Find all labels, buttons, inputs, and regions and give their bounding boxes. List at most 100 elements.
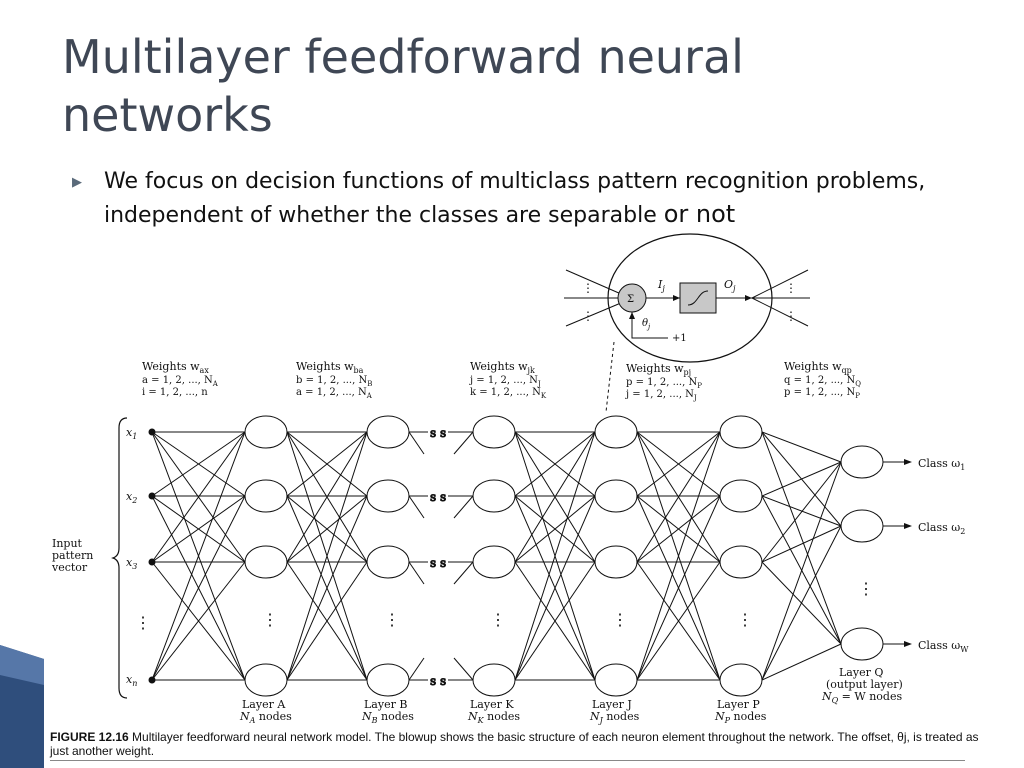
connection-line xyxy=(408,657,425,681)
output-layer-name: Layer Q xyxy=(839,666,883,679)
weight-range-1: j = 1, 2, ..., NJ xyxy=(469,375,541,388)
connection-line xyxy=(636,431,721,563)
break-mark: s s xyxy=(430,674,446,688)
hidden-node xyxy=(366,545,410,579)
hidden-node xyxy=(472,415,516,449)
output-node xyxy=(840,445,884,479)
connection-line xyxy=(514,431,596,497)
slide-title-line2: networks xyxy=(62,88,273,142)
connection-line xyxy=(761,461,842,497)
bullet-text: We focus on decision functions of multic… xyxy=(104,166,964,232)
hidden-node xyxy=(594,415,638,449)
class-label-w: Class ωW xyxy=(918,639,969,654)
hidden-node xyxy=(594,479,638,513)
connection-line xyxy=(286,431,368,497)
bullet-main-text: We focus on decision functions of multic… xyxy=(104,169,926,228)
layer-node-count: NA nodes xyxy=(239,710,292,725)
connection-line xyxy=(286,431,368,681)
layer-name: Layer P xyxy=(717,698,760,711)
class-label-1: Class ω1 xyxy=(918,457,965,472)
hidden-node xyxy=(594,663,638,697)
connection-line xyxy=(151,495,246,681)
hidden-node xyxy=(719,415,763,449)
neuron-output: Oj xyxy=(724,278,736,293)
hidden-node xyxy=(366,663,410,697)
input-label-line2: pattern xyxy=(52,549,93,562)
class-label-2: Class ω2 xyxy=(918,521,965,536)
input-x3-label: x3 xyxy=(126,556,137,571)
hidden-node xyxy=(594,545,638,579)
bullet-arrow-icon: ▶ xyxy=(72,175,82,190)
connection-line xyxy=(761,525,842,681)
network-connections: s ss ss ss s xyxy=(151,426,910,689)
connection-line xyxy=(636,495,721,563)
connection-line xyxy=(453,657,474,681)
input-node xyxy=(148,676,156,684)
weight-range-1: p = 1, 2, ..., NP xyxy=(626,377,702,390)
neuron-theta: θj xyxy=(642,318,651,331)
weight-title: Weights wpj xyxy=(626,362,691,377)
connection-line xyxy=(636,495,721,681)
caption-text: Multilayer feedforward neural network mo… xyxy=(50,730,979,758)
output-ellipsis: ⋮ xyxy=(858,579,874,598)
connection-line xyxy=(286,561,368,681)
weight-range-2: p = 1, 2, ..., NP xyxy=(784,387,860,400)
neuron-bias: +1 xyxy=(672,333,687,344)
weight-title: Weights wax xyxy=(142,360,209,375)
slide-title: Multilayer feedforward neural networks xyxy=(62,28,962,144)
figure-caption: FIGURE 12.16 Multilayer feedforward neur… xyxy=(50,730,980,758)
break-mark: s s xyxy=(430,426,446,440)
break-mark: s s xyxy=(430,490,446,504)
input-node xyxy=(148,492,156,500)
connection-line xyxy=(151,431,246,497)
weight-range-1: b = 1, 2, ..., NB xyxy=(296,375,372,388)
connection-line xyxy=(151,431,246,681)
connection-line xyxy=(514,495,596,563)
connection-line xyxy=(761,461,842,681)
hidden-node xyxy=(719,479,763,513)
connection-line xyxy=(514,431,596,563)
connection-line xyxy=(514,561,596,681)
layer-ellipsis: ⋮ xyxy=(262,610,278,629)
hidden-node xyxy=(244,545,288,579)
connection-line xyxy=(286,495,368,563)
neuron-out-dots-2: ⋮ xyxy=(785,309,797,323)
input-node xyxy=(148,428,156,436)
connection-line xyxy=(636,431,721,681)
hidden-node xyxy=(719,663,763,697)
weight-range-2: i = 1, 2, ..., n xyxy=(142,387,208,398)
class-arrowhead xyxy=(904,641,912,647)
neuron-blowup: ⋮ ⋮ Σ Ij Oj ⋮ ⋮ θj +1 xyxy=(564,233,810,413)
output-layer-count: NQ = W nodes xyxy=(821,690,902,705)
neuron-in-dots-2: ⋮ xyxy=(582,309,594,323)
layer-ellipsis: ⋮ xyxy=(612,610,628,629)
connection-line xyxy=(761,495,842,527)
connection-line xyxy=(151,495,246,563)
connection-line xyxy=(761,525,842,563)
connection-line xyxy=(408,495,425,519)
neuron-out-dots: ⋮ xyxy=(785,281,797,295)
weight-range-2: a = 1, 2, ..., NA xyxy=(296,387,373,400)
class-arrowhead xyxy=(904,523,912,529)
connection-line xyxy=(761,431,842,645)
neuron-input: Ij xyxy=(657,278,665,293)
connection-line xyxy=(636,561,721,681)
connection-line xyxy=(453,561,474,585)
weight-range-1: a = 1, 2, ..., NA xyxy=(142,375,219,388)
connection-line xyxy=(636,431,721,497)
hidden-node xyxy=(244,663,288,697)
slide-title-line1: Multilayer feedforward neural xyxy=(62,30,744,84)
bullet-tail-text: or not xyxy=(663,200,736,228)
layer-ellipsis: ⋮ xyxy=(490,610,506,629)
layer-ellipsis: ⋮ xyxy=(384,610,400,629)
caption-rule xyxy=(50,760,965,761)
connection-line xyxy=(151,431,246,563)
weight-title: Weights wqp xyxy=(784,360,852,375)
connection-line xyxy=(286,431,368,563)
neuron-in-dots: ⋮ xyxy=(582,281,594,295)
weight-range-1: q = 1, 2, ..., NQ xyxy=(784,375,861,388)
weight-title: Weights wba xyxy=(296,360,364,375)
